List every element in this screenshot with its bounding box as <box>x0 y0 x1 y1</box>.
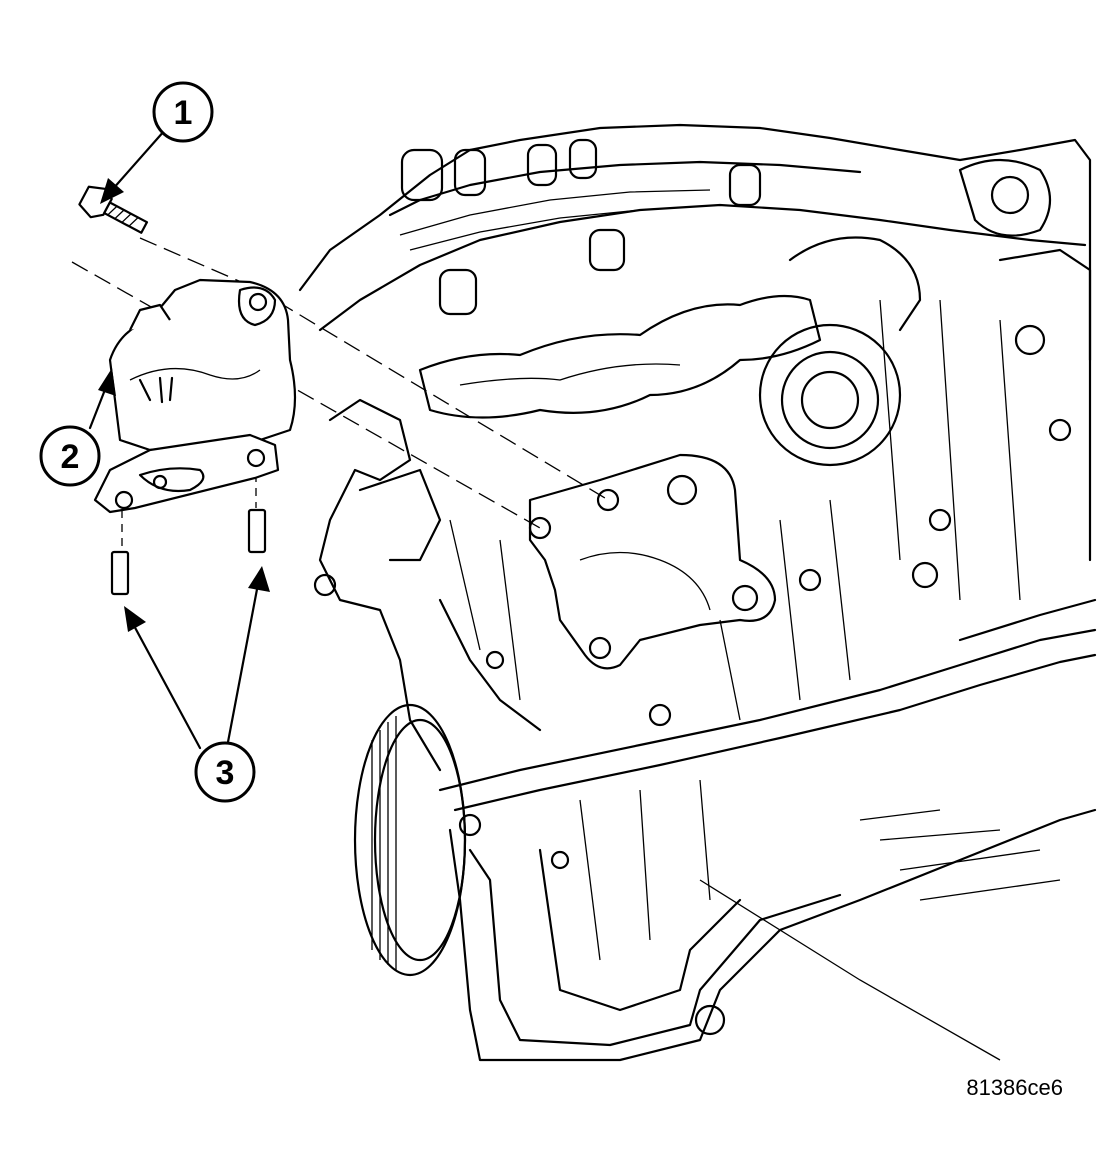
callout-arrows <box>88 128 270 750</box>
callout-1: 1 <box>152 81 214 143</box>
callout-2: 2 <box>39 425 101 487</box>
callout-2-number: 2 <box>61 438 80 476</box>
engine-block-illustration <box>298 123 1097 1062</box>
callout-3: 3 <box>194 741 256 803</box>
figure-id: 81386ce6 <box>966 1075 1063 1100</box>
dowel-pins <box>110 508 267 596</box>
callout-3-number: 3 <box>216 754 235 792</box>
callout-1-number: 1 <box>174 94 193 132</box>
engine-mount-bracket <box>93 278 297 514</box>
